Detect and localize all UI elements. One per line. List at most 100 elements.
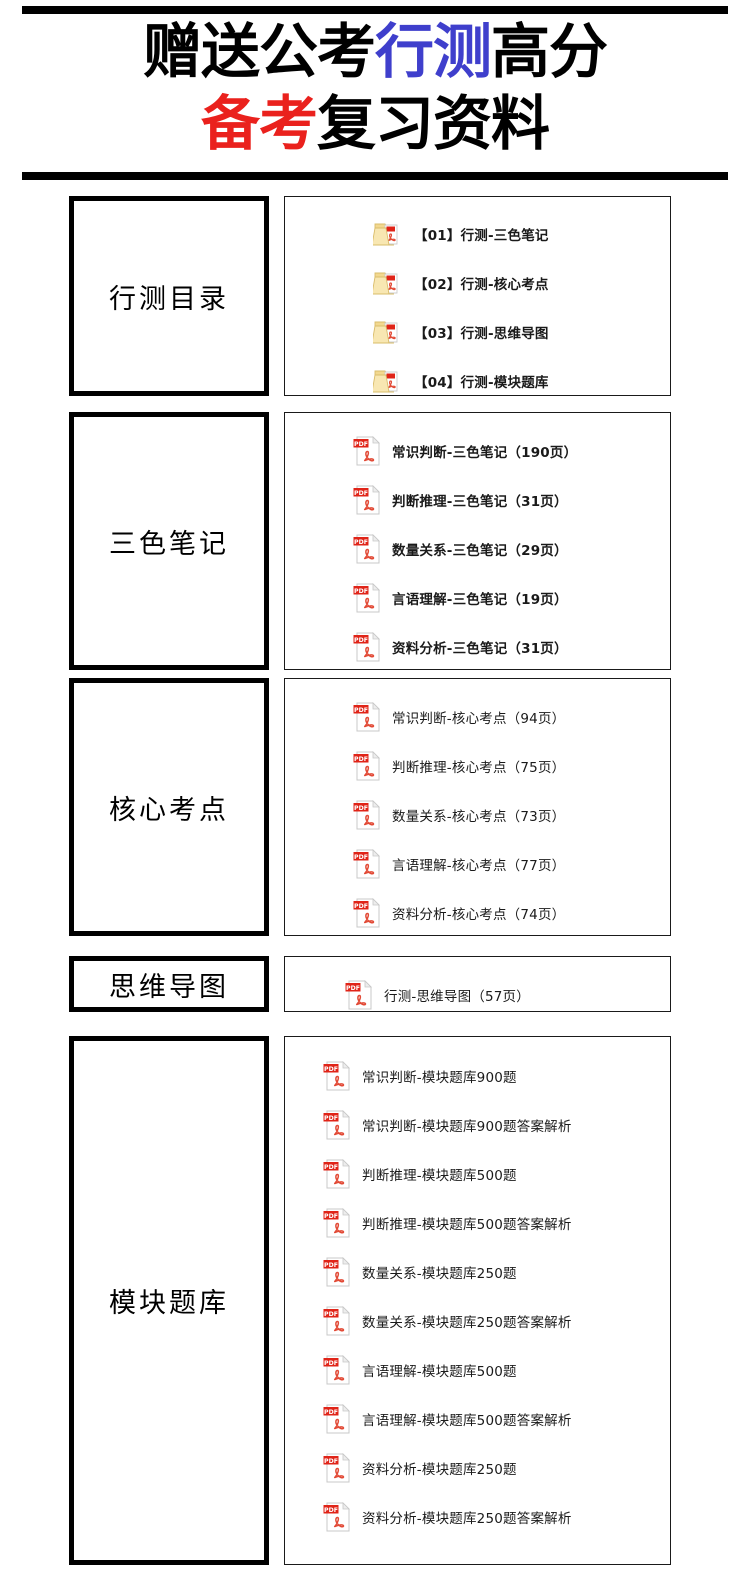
file-name-label: 资料分析-模块题库250题答案解析: [362, 1510, 572, 1527]
file-row[interactable]: PDF 资料分析-模块题库250题: [285, 1443, 670, 1492]
section-label-text: 三色笔记: [109, 528, 229, 560]
file-row[interactable]: 【02】行测-核心考点: [285, 258, 670, 307]
file-name-label: 【04】行测-模块题库: [414, 374, 549, 391]
file-name-label: 常识判断-模块题库900题答案解析: [362, 1118, 572, 1135]
pdf-icon: PDF: [351, 749, 383, 783]
section-label-text: 核心考点: [109, 794, 229, 826]
pdf-icon: PDF: [351, 896, 383, 930]
header-rule-top: [22, 6, 728, 14]
file-name-label: 【02】行测-核心考点: [414, 276, 549, 293]
file-name-label: 资料分析-核心考点（74页）: [392, 906, 566, 923]
svg-text:PDF: PDF: [324, 1457, 338, 1464]
file-name-label: 常识判断-核心考点（94页）: [392, 710, 566, 727]
file-row[interactable]: PDF 判断推理-核心考点（75页）: [285, 741, 670, 790]
svg-text:PDF: PDF: [354, 538, 368, 545]
title-text-1-accent: 行测: [374, 17, 492, 86]
file-row[interactable]: PDF 行测-思维导图（57页）: [285, 970, 670, 1019]
file-row[interactable]: PDF 资料分析-核心考点（74页）: [285, 888, 670, 937]
section-files-box: PDF 行测-思维导图（57页）: [284, 956, 671, 1012]
pdf-icon: PDF: [321, 1500, 353, 1534]
title-text-1a: 赠送公考: [142, 17, 376, 86]
svg-text:PDF: PDF: [324, 1212, 338, 1219]
svg-text:PDF: PDF: [354, 853, 368, 860]
section-label-text: 行测目录: [109, 283, 229, 315]
file-name-label: 常识判断-模块题库900题: [362, 1069, 517, 1086]
pdf-icon: PDF: [351, 581, 383, 615]
file-list: PDF 行测-思维导图（57页）: [285, 957, 670, 1019]
pdf-icon: PDF: [321, 1108, 353, 1142]
file-row[interactable]: PDF 判断推理-模块题库500题答案解析: [285, 1198, 670, 1247]
file-row[interactable]: PDF 资料分析-模块题库250题答案解析: [285, 1492, 670, 1541]
section-label-box: 行测目录: [69, 196, 269, 396]
svg-text:PDF: PDF: [324, 1310, 338, 1317]
file-row[interactable]: PDF 常识判断-核心考点（94页）: [285, 692, 670, 741]
file-row[interactable]: 【03】行测-思维导图: [285, 307, 670, 356]
file-name-label: 【01】行测-三色笔记: [414, 227, 549, 244]
pdf-icon: PDF: [321, 1304, 353, 1338]
pdf-icon: PDF: [343, 978, 375, 1012]
file-name-label: 言语理解-模块题库500题: [362, 1363, 517, 1380]
pdf-icon: PDF: [351, 798, 383, 832]
section-4: 思维导图 PDF 行测-思维导图（57页）: [0, 956, 750, 1012]
section-label-box: 模块题库: [69, 1036, 269, 1565]
section-label-box: 思维导图: [69, 956, 269, 1012]
svg-text:PDF: PDF: [324, 1261, 338, 1268]
svg-text:PDF: PDF: [324, 1506, 338, 1513]
svg-text:PDF: PDF: [324, 1408, 338, 1415]
file-row[interactable]: PDF 言语理解-模块题库500题: [285, 1345, 670, 1394]
svg-text:PDF: PDF: [354, 440, 368, 447]
pdf-icon: PDF: [351, 700, 383, 734]
file-row[interactable]: PDF 数量关系-模块题库250题: [285, 1247, 670, 1296]
folder-pdf-icon: [373, 364, 405, 398]
pdf-icon: PDF: [321, 1353, 353, 1387]
page-title: 赠送公考行测高分 备考复习资料: [0, 16, 750, 160]
section-files-box: 【01】行测-三色笔记【02】行测-核心考点【03】行测-思维导图【04】行测-…: [284, 196, 671, 396]
svg-text:PDF: PDF: [354, 902, 368, 909]
pdf-icon: PDF: [321, 1157, 353, 1191]
svg-text:PDF: PDF: [354, 804, 368, 811]
folder-pdf-icon: [373, 315, 405, 349]
svg-text:PDF: PDF: [324, 1163, 338, 1170]
file-list: 【01】行测-三色笔记【02】行测-核心考点【03】行测-思维导图【04】行测-…: [285, 197, 670, 405]
file-name-label: 数量关系-模块题库250题: [362, 1265, 517, 1282]
pdf-icon: PDF: [351, 532, 383, 566]
pdf-icon: PDF: [321, 1402, 353, 1436]
section-label-text: 思维导图: [109, 971, 229, 1003]
file-name-label: 行测-思维导图（57页）: [384, 988, 530, 1005]
file-name-label: 资料分析-模块题库250题: [362, 1461, 517, 1478]
section-1: 行测目录 【01】行测-三色笔记【02】行测-核心考点【03】行测-思维导图【04…: [0, 196, 750, 396]
file-name-label: 判断推理-模块题库500题答案解析: [362, 1216, 572, 1233]
title-text-2-accent: 备考: [200, 89, 318, 158]
pdf-icon: PDF: [321, 1255, 353, 1289]
title-text-1b: 高分: [491, 17, 608, 86]
file-row[interactable]: PDF 常识判断-模块题库900题答案解析: [285, 1100, 670, 1149]
section-label-box: 核心考点: [69, 678, 269, 936]
file-row[interactable]: 【01】行测-三色笔记: [285, 209, 670, 258]
header-rule-bottom: [22, 172, 728, 180]
file-row[interactable]: 【04】行测-模块题库: [285, 356, 670, 405]
pdf-icon: PDF: [351, 434, 383, 468]
svg-text:PDF: PDF: [354, 489, 368, 496]
svg-text:PDF: PDF: [324, 1114, 338, 1121]
file-name-label: 判断推理-核心考点（75页）: [392, 759, 566, 776]
title-text-2b: 复习资料: [317, 89, 550, 158]
pdf-icon: PDF: [351, 483, 383, 517]
